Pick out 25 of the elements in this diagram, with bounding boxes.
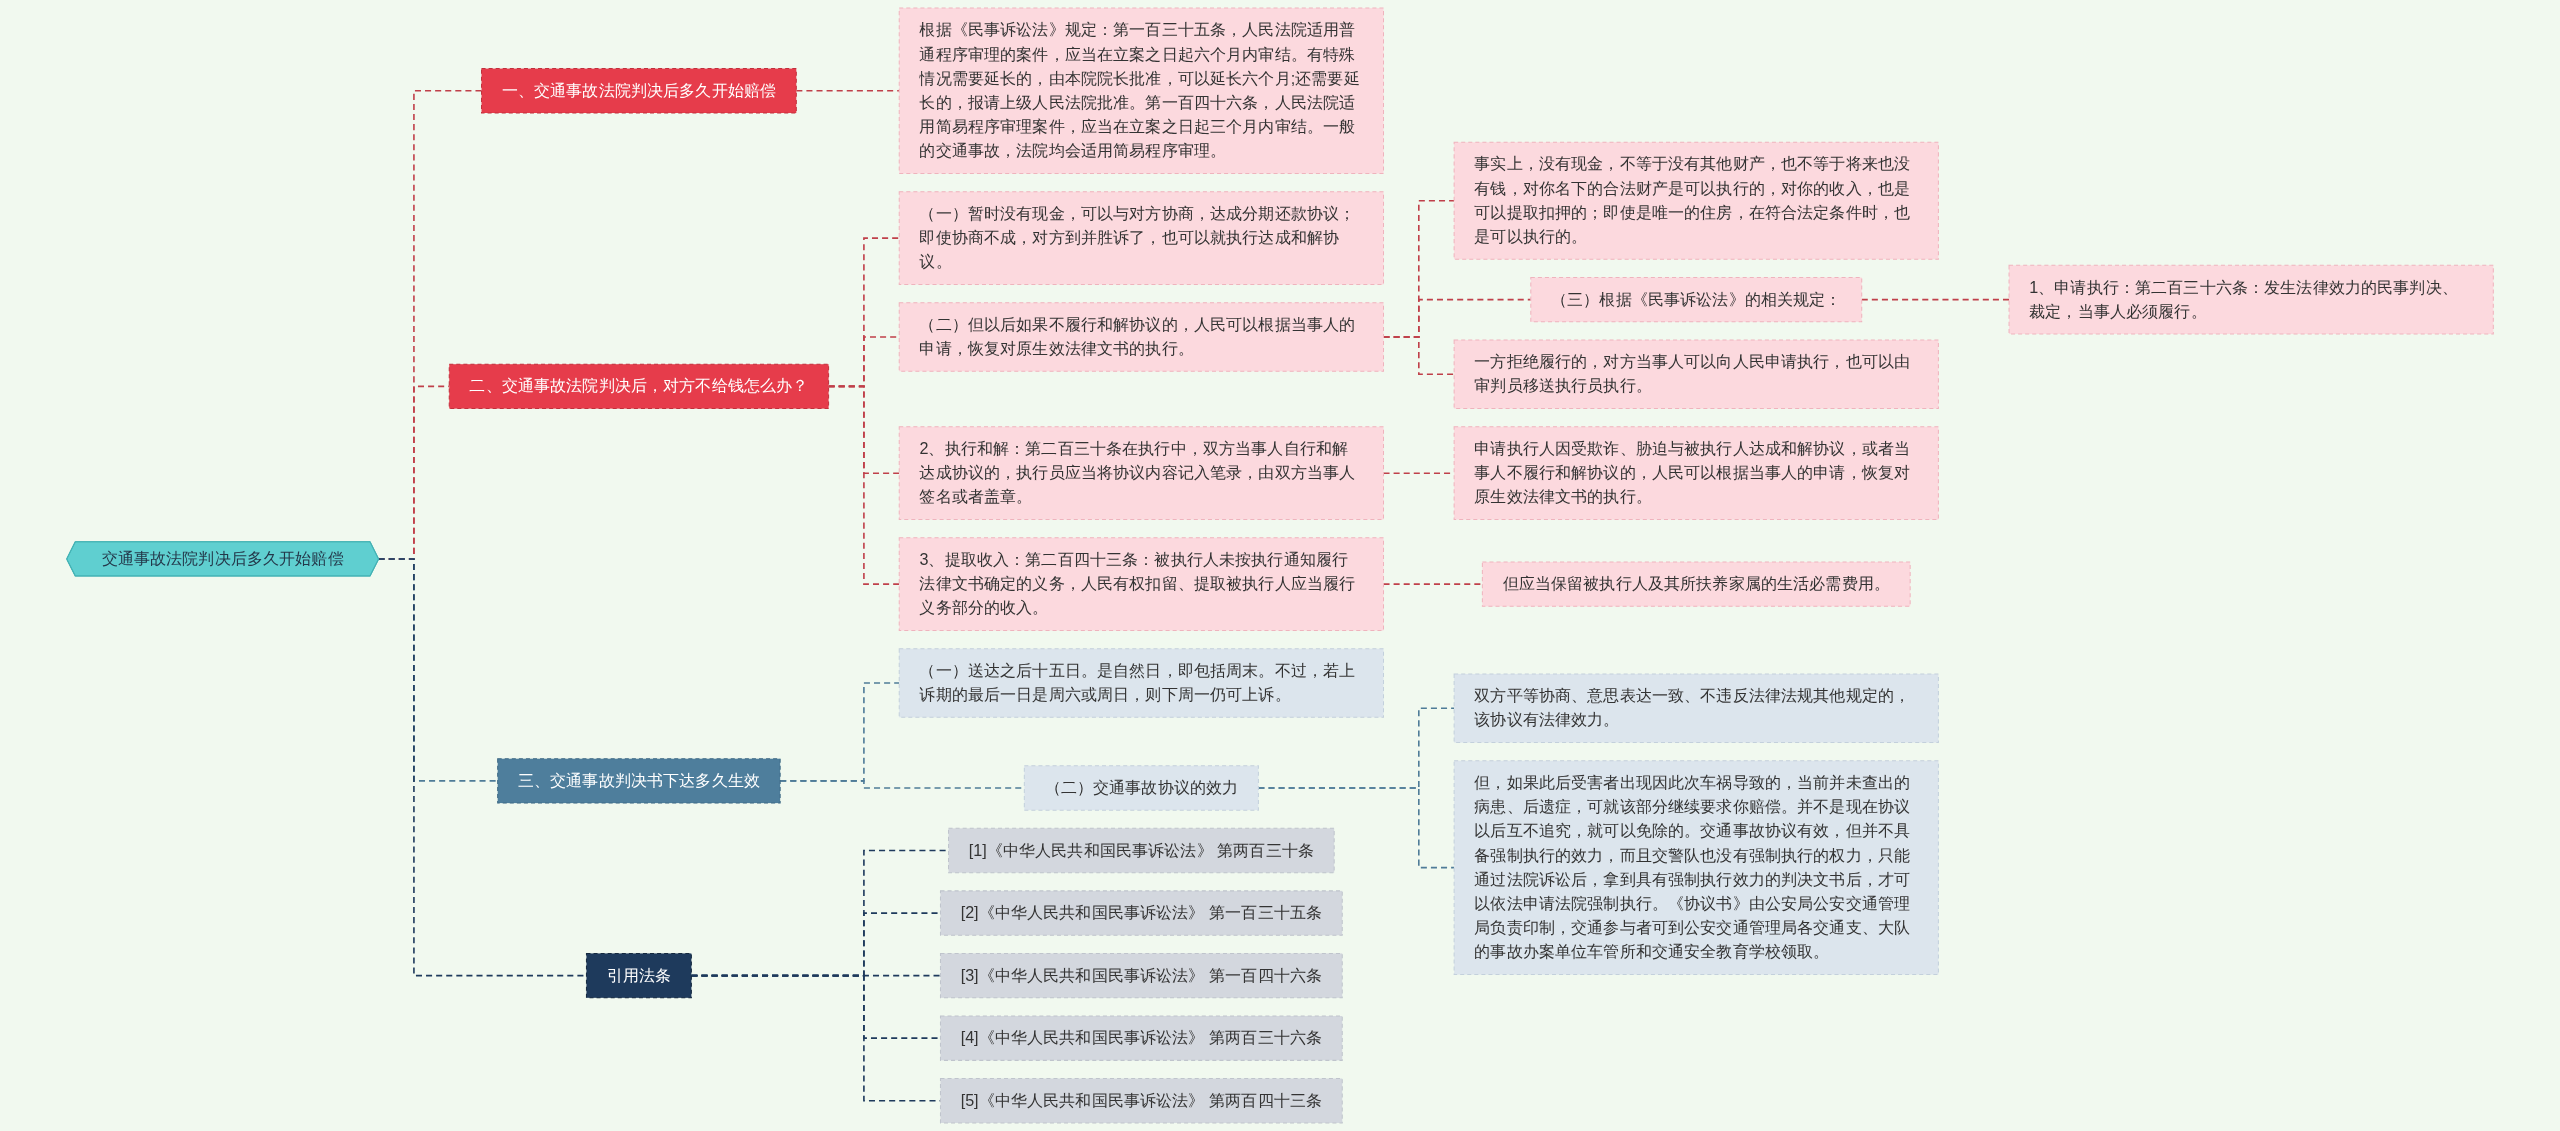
node-box: （一）送达之后十五日。是自然日，即包括周末。不过，若上诉期的最后一日是周六或周日，则下周一仍可上诉。 — [898, 648, 1384, 718]
node-box: 双方平等协商、意思表达一致、不违反法律法规其他规定的，该协议有法律效力。 — [1453, 673, 1939, 744]
node-box: 申请执行人因受欺诈、胁迫与被执行人达成和解协议，或者当事人不履行和解协议的，人民可以根据当事人的申请，恢复对原生效法律文书的执行。 — [1453, 426, 1939, 521]
node-box: 一方拒绝履行的，对方当事人可以向人民申请执行，也可以由审判员移送执行员执行。 — [1453, 339, 1939, 410]
node-box: 1、申请执行：第二百三十六条：发生法律效力的民事判决、裁定，当事人必须履行。 — [2008, 264, 2494, 335]
node-box: [5]《中华人民共和国民事诉讼法》 第两百四十三条 — [939, 1078, 1343, 1124]
node-box: 根据《民事诉讼法》规定：第一百三十五条，人民法院适用普通程序审理的案件，应当在立案之日起六个月内审结。有特殊情况需要延长的，由本院院长批准，可以延长六个月;还需要延长的，报请上级人民法院批准。第一百四十六条，人民法院适用简易程序审理案件，应当在立案之日起三个月内审结。一般的交通事故，法院均会适用简易程序审理。 — [898, 7, 1384, 175]
node-box: [3]《中华人民共和国民事诉讼法》 第一百四十六条 — [939, 952, 1343, 999]
node-box: （一）暂时没有现金，可以与对方协商，达成分期还款协议；即使协商不成，对方到并胜诉了，也可以就执行达成和解协议。 — [898, 191, 1384, 286]
node-box: （三）根据《民事诉讼法》的相关规定： — [1530, 276, 1863, 323]
node-box: （二）交通事故协议的效力 — [1023, 765, 1259, 811]
node-box: 引用法条 — [585, 952, 692, 999]
node-box: 一、交通事故法院判决后多久开始赔偿 — [481, 68, 797, 114]
node-box: [1]《中华人民共和国民事诉讼法》 第两百三十条 — [948, 827, 1335, 874]
node-box: （二）但以后如果不履行和解协议的，人民可以根据当事人的申请，恢复对原生效法律文书的执行。 — [898, 302, 1384, 372]
node-box: [2]《中华人民共和国民事诉讼法》 第一百三十五条 — [939, 890, 1343, 936]
node-box: 三、交通事故判决书下达多久生效 — [497, 758, 781, 804]
node-box: 二、交通事故法院判决后，对方不给钱怎么办？ — [448, 363, 830, 410]
node-box: 但，如果此后受害者出现因此次车祸导致的，当前并未查出的病患、后遗症，可就该部分继续要求你赔偿。并不是现在协议以后互不追究，就可以免除的。交通事故协议有效，但并不具备强制执行的效力，而且交警队也没有强制执行的权力，只能通过法院诉讼后，拿到具有强制执行效力的判决文书后，才可以依法申请法院强制执行。《协议书》由公安局公安交通管理局负责印制，交通参与者可到公安交通管理局各交通支、大队的事故办案单位车管所和交通安全教育学校领取。 — [1453, 760, 1939, 976]
node-box: [4]《中华人民共和国民事诉讼法》 第两百三十六条 — [939, 1015, 1343, 1061]
node-box: 但应当保留被执行人及其所扶养家属的生活必需费用。 — [1481, 561, 1911, 607]
node-box: 2、执行和解：第二百三十条在执行中，双方当事人自行和解达成协议的，执行员应当将协议内容记入笔录，由双方当事人签名或者盖章。 — [898, 426, 1384, 521]
node-box: 事实上，没有现金，不等于没有其他财产，也不等于将来也没有钱，对你名下的合法财产是可以执行的，对你的收入，也是可以提取扣押的；即使是唯一的住房，在符合法定条件时，也是可以执行的。 — [1453, 141, 1939, 260]
node-box: 3、提取收入：第二百四十三条：被执行人未按执行通知履行法律文书确定的义务，人民有权扣留、提取被执行人应当履行义务部分的收入。 — [898, 537, 1384, 632]
connector — [795, 90, 901, 92]
